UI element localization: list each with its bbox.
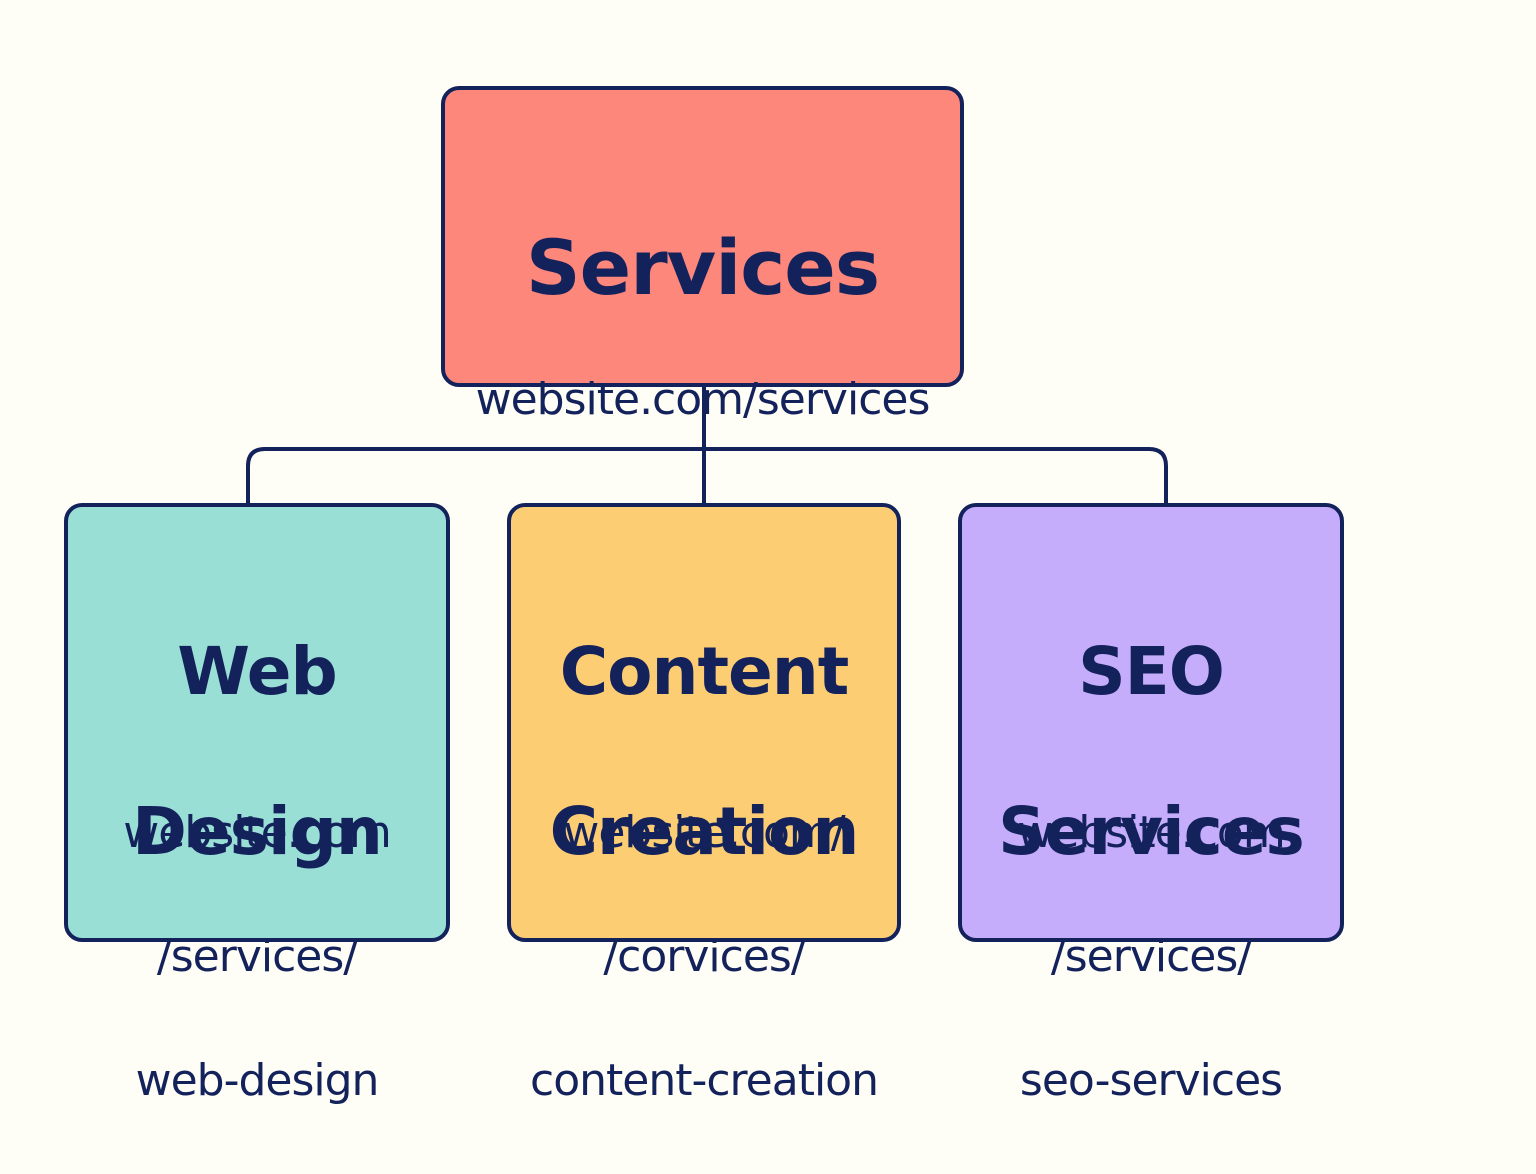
node-web-design-title: Web Design [68,552,446,952]
node-web-design-url-line: web-design [135,1055,380,1106]
node-services-title: Services [525,223,880,312]
node-seo-services-url-line: seo-services [1019,1055,1283,1106]
node-content-creation-url-line: content-creation [530,1055,879,1106]
node-content-creation-url: website.com/ /corvices/ content-creation [511,740,897,1174]
node-seo-services: SEO Services website.com /services/ seo-… [958,503,1344,1106]
node-services-url: website.com/services [475,374,931,425]
node-web-design-title-line: Web [177,633,337,710]
node-web-design-url-line: /services/ [156,931,358,982]
node-content-creation: Content Creation website.com/ /corvices/… [507,503,901,1106]
node-content-creation-url-line: /corvices/ [603,931,805,982]
node-seo-services-url: website.com /services/ seo-services [962,740,1340,1174]
sitemap-diagram: Services website.com/services Web Design… [64,86,1344,1106]
connector-horizontal-bar [246,447,1168,505]
node-content-creation-title-line: Creation [549,793,860,870]
node-seo-services-title-line: SEO [1078,633,1225,710]
node-seo-services-title: SEO Services [962,552,1340,952]
node-web-design: Web Design website.com /services/ web-de… [64,503,450,1106]
node-web-design-url: website.com /services/ web-design [68,740,446,1174]
node-web-design-title-line: Design [132,793,383,870]
node-content-creation-title: Content Creation [511,552,897,952]
node-seo-services-url-line: website.com [1017,807,1285,858]
node-web-design-url-line: website.com [123,807,391,858]
node-content-creation-url-line: website.com/ [563,807,845,858]
node-content-creation-title-line: Content [559,633,850,710]
node-services: Services website.com/services [441,86,964,422]
node-seo-services-title-line: Services [998,793,1305,870]
node-seo-services-url-line: /services/ [1050,931,1252,982]
connector-lines [246,385,1168,505]
